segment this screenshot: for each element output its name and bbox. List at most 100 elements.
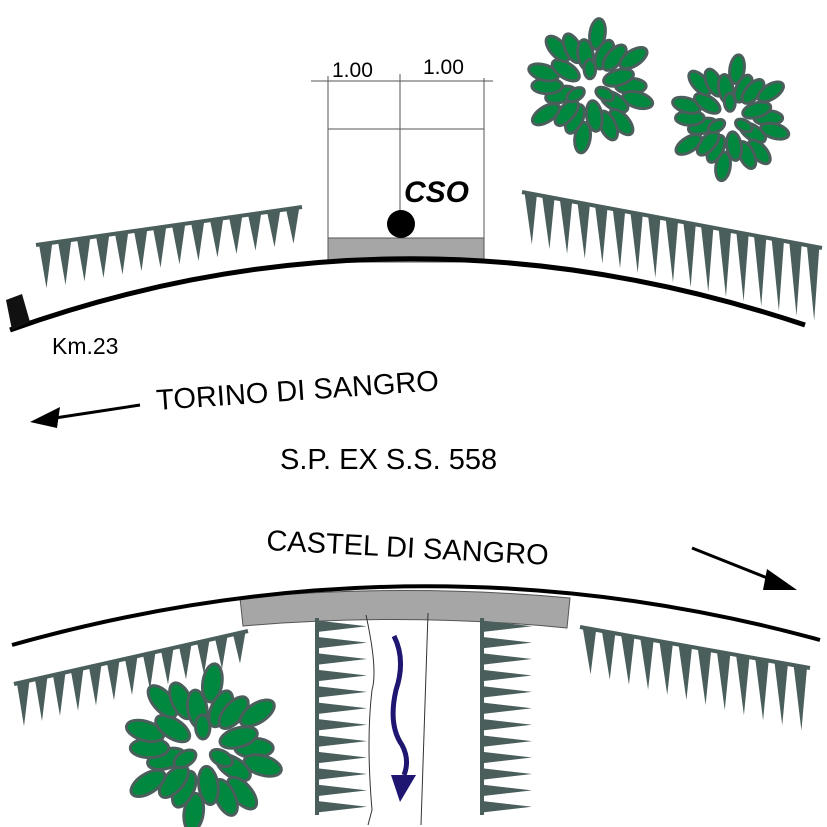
road-name: S.P. EX S.S. 558	[280, 444, 497, 476]
leaf	[527, 62, 561, 83]
leaf	[582, 58, 598, 81]
culvert-slab-bottom	[239, 590, 571, 629]
hatch-spike	[582, 628, 597, 675]
hatch-spike	[196, 641, 210, 675]
leaf	[621, 89, 655, 111]
hatch-spike	[559, 200, 573, 254]
hatch-spike	[133, 230, 148, 272]
leaf	[208, 748, 235, 769]
hatch-spike	[317, 620, 367, 632]
hatch-base	[35, 205, 303, 247]
hatch-spike	[317, 735, 367, 747]
hatch-spike	[114, 232, 129, 275]
hatch-spike	[88, 665, 102, 706]
hatch-spike	[317, 669, 367, 682]
hatch-base	[579, 625, 811, 670]
embankment-bottom-right	[579, 625, 811, 731]
hatch-spike	[482, 735, 532, 747]
hatch-spike	[266, 211, 281, 248]
hatch-spike	[317, 718, 367, 731]
km-marker-icon	[6, 294, 30, 330]
hatch-spike	[482, 768, 532, 780]
hatch-spike	[95, 235, 110, 278]
leaf	[728, 53, 746, 85]
hatch-spike	[142, 653, 156, 690]
hatch-spike	[736, 656, 750, 716]
hatch-spike	[482, 669, 532, 682]
hatch-spike	[630, 213, 643, 273]
embankment-top-right	[521, 190, 823, 321]
hatch-spike	[214, 637, 228, 669]
hatch-spike	[124, 657, 138, 695]
hatch-spike	[718, 229, 732, 297]
hatch-spike	[595, 206, 608, 264]
hatch-spike	[52, 673, 66, 716]
road-edge-bottom	[11, 584, 821, 647]
hatch-spike	[482, 751, 532, 764]
cso-point-icon	[387, 210, 415, 238]
hatch-spike	[524, 193, 537, 245]
tree-icon-1	[527, 17, 655, 155]
channel-hatching-left	[315, 618, 367, 815]
hatch-spike	[106, 661, 120, 701]
hatch-spike	[317, 686, 367, 698]
hatch-spike	[285, 208, 300, 244]
leaf	[172, 748, 198, 770]
hatch-spike	[57, 240, 72, 285]
leaf	[242, 753, 283, 778]
hatch-spike	[209, 219, 224, 258]
hatch-spike	[178, 645, 192, 680]
hatch-spike	[482, 620, 532, 632]
hatch-spike	[16, 681, 30, 727]
hatch-spike	[621, 635, 635, 685]
cso-label: CSO	[404, 176, 469, 209]
flow-direction-icon	[390, 634, 416, 802]
leaf	[588, 17, 607, 51]
hatch-spike	[754, 236, 767, 307]
hatch-spike	[648, 216, 661, 278]
leaf	[197, 764, 220, 807]
leaf	[238, 698, 276, 728]
hatch-spike	[678, 645, 693, 700]
leaf	[602, 67, 635, 88]
hatch-spike	[683, 223, 696, 288]
leaf	[759, 121, 791, 141]
hatch-spike	[317, 702, 367, 715]
hatch-spike	[232, 633, 246, 664]
channel-bank-left	[365, 614, 375, 826]
hatch-spike	[76, 238, 91, 282]
hatch-spike	[317, 751, 367, 764]
hatch-spike	[612, 210, 626, 269]
hatch-spike	[482, 702, 532, 715]
leaf	[218, 725, 259, 750]
hatch-spike	[697, 649, 712, 706]
hatch-spike	[602, 632, 616, 680]
tree-icon-2	[671, 53, 791, 183]
hatch-spike	[317, 636, 367, 649]
dimension-grid	[311, 74, 493, 240]
hatch-spike	[659, 642, 673, 695]
hatch-spike	[317, 768, 367, 780]
channel-bank-right	[420, 612, 429, 826]
leaf	[693, 92, 722, 115]
vegetation-layer	[13, 17, 823, 827]
hatch-spike	[38, 243, 53, 289]
leaf	[200, 662, 224, 704]
road-edge-top	[9, 256, 806, 333]
km-marker-label: Km.23	[52, 333, 118, 359]
embankment-top-left	[35, 205, 303, 289]
hatch-spike	[171, 224, 186, 265]
channel-hatching-right	[480, 618, 532, 815]
leaf	[725, 130, 743, 162]
hatch-spike	[774, 662, 788, 726]
leaf	[182, 791, 206, 827]
leaf	[154, 713, 192, 744]
dimension-left: 1.00	[332, 59, 373, 82]
hatch-spike	[701, 226, 714, 293]
hatch-spike	[542, 196, 555, 250]
hatch-spike	[482, 784, 532, 797]
hatch-spike	[317, 653, 367, 665]
hatch-spike	[70, 669, 84, 711]
arrow-right-down-icon	[691, 546, 797, 590]
embankment-bottom-left	[13, 629, 249, 727]
